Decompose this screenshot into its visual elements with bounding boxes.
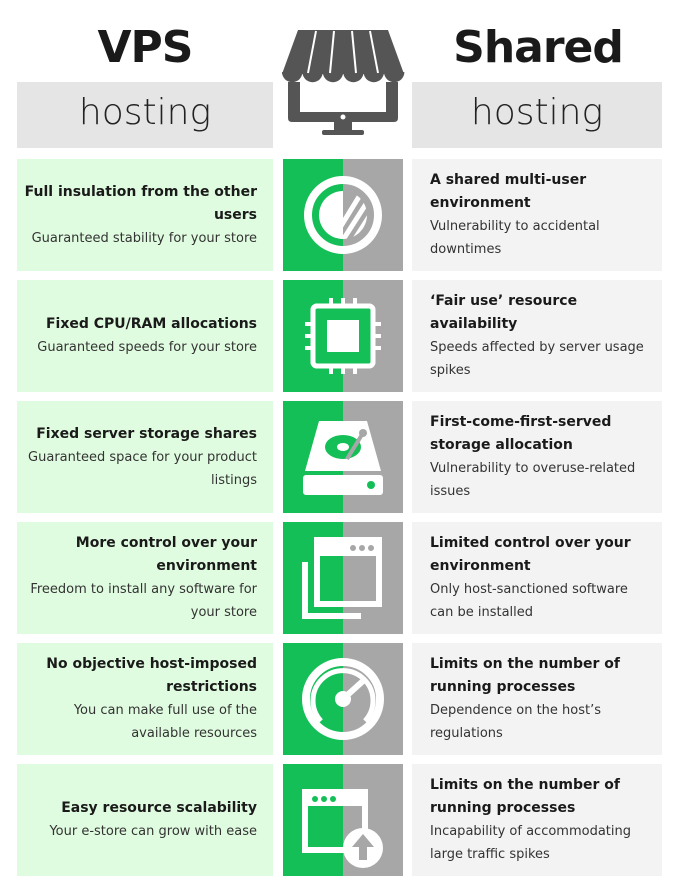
windows-stack-icon	[302, 537, 382, 619]
storefront-monitor-icon	[282, 30, 405, 135]
comparison-row: Full insulation from the other users Gua…	[0, 159, 680, 271]
comparison-row: More control over your environment Freed…	[0, 522, 680, 634]
vps-detail: Guaranteed speeds for your store	[37, 340, 257, 355]
vps-heading: No objective host-imposed restrictions	[46, 656, 257, 695]
vps-detail: Your e-store can grow with ease	[49, 824, 257, 839]
shared-heading: First-come-first-served storage allocati…	[430, 414, 612, 453]
vps-detail: Freedom to install any software for your…	[30, 582, 257, 620]
pie-shield-icon	[304, 176, 382, 254]
icon-cell	[283, 280, 403, 392]
hard-drive-icon	[303, 421, 383, 495]
vps-heading: Fixed CPU/RAM allocations	[45, 316, 257, 332]
icon-cell	[283, 522, 403, 634]
vps-heading: More control over your environment	[75, 535, 257, 574]
shared-detail: Speeds affected by server usage spikes	[430, 340, 644, 378]
vps-cell: Full insulation from the other users Gua…	[17, 159, 273, 271]
vps-cell: Fixed CPU/RAM allocations Guaranteed spe…	[17, 280, 273, 392]
shared-cell: Limited control over your environment On…	[412, 522, 662, 634]
vps-cell: No objective host-imposed restrictions Y…	[17, 643, 273, 755]
vps-heading: Full insulation from the other users	[24, 183, 257, 223]
shared-detail: Dependence on the host’s regulations	[430, 703, 602, 741]
shared-cell: First-come-first-served storage allocati…	[412, 401, 662, 513]
shared-heading: ‘Fair use’ resource availability	[430, 293, 578, 332]
vps-subtitle: hosting	[17, 82, 273, 148]
shared-subtitle: hosting	[412, 82, 662, 148]
icon-cell	[283, 401, 403, 513]
icon-cell	[283, 159, 403, 271]
vps-detail: Guaranteed stability for your store	[31, 230, 257, 246]
icon-cell	[283, 643, 403, 755]
shared-cell: ‘Fair use’ resource availability Speeds …	[412, 280, 662, 392]
shared-heading: Limits on the number of running processe…	[430, 777, 621, 816]
shared-heading: A shared multi-user environment	[430, 172, 587, 211]
comparison-row: No objective host-imposed restrictions Y…	[0, 643, 680, 755]
shared-cell: Limits on the number of running processe…	[412, 764, 662, 876]
vps-heading: Easy resource scalability	[61, 800, 257, 816]
vps-cell: Easy resource scalability Your e-store c…	[17, 764, 273, 876]
vps-cell: More control over your environment Freed…	[17, 522, 273, 634]
shared-cell: A shared multi-user environment Vulnerab…	[412, 159, 662, 271]
icon-cell	[283, 764, 403, 876]
shared-heading: Limited control over your environment	[430, 535, 631, 574]
vps-heading: Fixed server storage shares	[36, 425, 257, 442]
vps-cell: Fixed server storage shares Guaranteed s…	[17, 401, 273, 513]
shared-heading: Limits on the number of running processe…	[430, 656, 621, 695]
vps-title: VPS	[97, 22, 194, 73]
shared-title: Shared	[453, 22, 624, 73]
vps-detail: You can make full use of the available r…	[73, 703, 257, 741]
speedometer-icon	[302, 658, 384, 740]
cpu-chip-icon	[305, 298, 381, 374]
shared-detail: Incapability of accommodating large traf…	[430, 824, 631, 862]
shared-detail: Only host-sanctioned software can be ins…	[430, 582, 628, 620]
shared-detail: Vulnerability to accidental downtimes	[430, 219, 600, 257]
window-upload-icon	[302, 789, 383, 868]
comparison-row: Easy resource scalability Your e-store c…	[0, 764, 680, 876]
comparison-row: Fixed CPU/RAM allocations Guaranteed spe…	[0, 280, 680, 392]
shared-detail: Vulnerability to overuse-related issues	[430, 461, 636, 499]
vps-detail: Guaranteed space for your product listin…	[28, 449, 257, 488]
comparison-row: Fixed server storage shares Guaranteed s…	[0, 401, 680, 513]
shared-cell: Limits on the number of running processe…	[412, 643, 662, 755]
